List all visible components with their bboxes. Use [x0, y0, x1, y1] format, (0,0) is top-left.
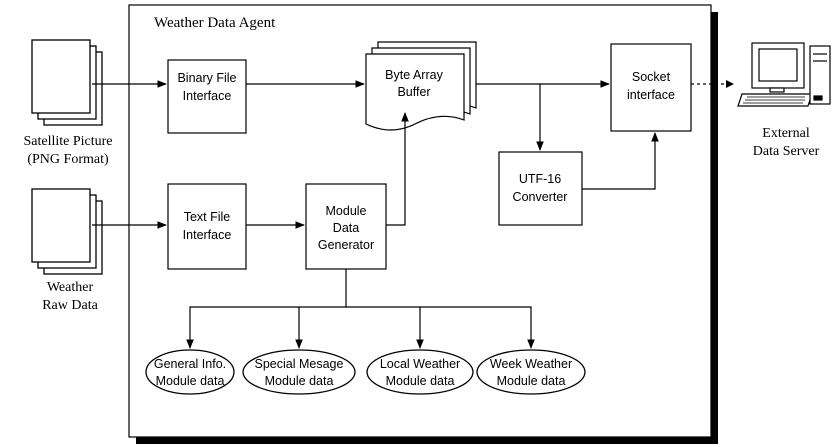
- week-weather-module-ellipse: [476, 349, 586, 395]
- utf16-converter-box: [498, 151, 583, 226]
- byte-array-buffer-line2: Buffer: [397, 85, 430, 99]
- binary-file-interface-line2: Interface: [183, 89, 232, 103]
- module-data-generator-line3: Generator: [318, 238, 374, 252]
- external-server-label-line1: External: [762, 126, 810, 141]
- byte-array-buffer-shape: [365, 41, 477, 131]
- module-data-generator-box: [305, 183, 387, 270]
- special-message-module-ellipse: [242, 349, 356, 395]
- arrow-socket-to-server-head: [726, 80, 734, 88]
- arrow-generator-to-buffer: [386, 112, 409, 226]
- utf16-converter-line1: UTF-16: [519, 172, 561, 186]
- local-weather-module-line2: Module data: [386, 374, 455, 388]
- text-file-interface-box: [167, 183, 247, 270]
- week-weather-module-line2: Module data: [497, 374, 566, 388]
- weather-raw-label-line1: Weather: [47, 280, 94, 295]
- socket-interface-line2: interface: [627, 88, 675, 102]
- special-message-module-line2: Module data: [265, 374, 334, 388]
- external-server-label-line2: Data Server: [753, 144, 820, 159]
- module-data-generator-line1: Module: [326, 204, 367, 218]
- socket-interface-line1: Socket: [632, 70, 671, 84]
- local-weather-module-ellipse: [366, 349, 474, 395]
- text-file-interface-line1: Text File: [184, 210, 231, 224]
- utf16-converter-line2: Converter: [513, 190, 568, 204]
- agent-title: Weather Data Agent: [154, 15, 276, 31]
- general-info-module-ellipse: [145, 349, 235, 395]
- satellite-document-icon: [31, 39, 103, 126]
- binary-file-interface-box: [167, 59, 247, 134]
- binary-file-interface-line1: Binary File: [177, 71, 236, 85]
- arrow-generator-to-general-info: [186, 269, 347, 349]
- satellite-label-line2: (PNG Format): [27, 152, 109, 167]
- computer-icon: [737, 42, 831, 107]
- text-file-interface-line2: Interface: [183, 228, 232, 242]
- week-weather-module-line1: Week Weather: [490, 357, 572, 371]
- satellite-label-line1: Satellite Picture: [23, 134, 112, 149]
- module-data-generator-line2: Data: [333, 221, 359, 235]
- socket-interface-box: [610, 43, 692, 132]
- local-weather-module-line1: Local Weather: [380, 357, 460, 371]
- special-message-module-line1: Special Mesage: [255, 357, 344, 371]
- arrow-generator-to-week-weather: [346, 306, 535, 349]
- weather-raw-label-line2: Raw Data: [42, 298, 98, 313]
- general-info-module-line2: Module data: [156, 374, 225, 388]
- byte-array-buffer-line1: Byte Array: [385, 68, 443, 82]
- arrow-utf16-to-socket: [582, 132, 659, 190]
- weather-raw-document-icon: [31, 188, 103, 275]
- general-info-module-line1: General Info.: [154, 357, 226, 371]
